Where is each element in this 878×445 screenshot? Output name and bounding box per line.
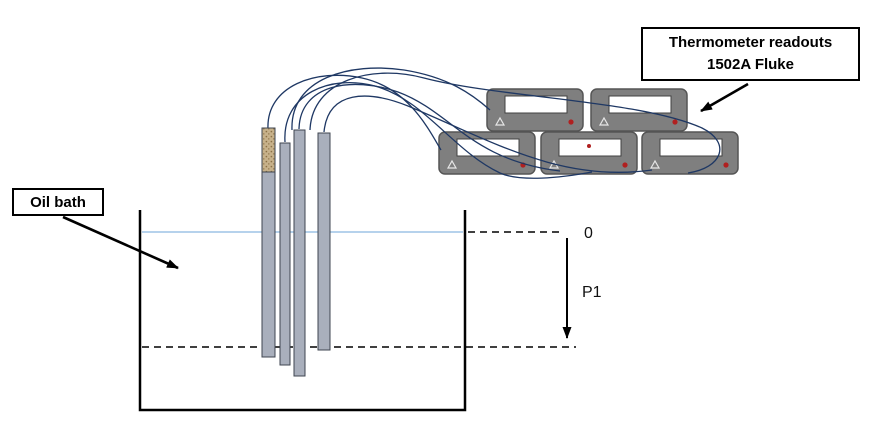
thermometer-probe-4 [317,132,331,351]
thermometer-probe-1 [261,169,276,358]
thermometer-readouts-label: Thermometer readouts 1502A Fluke [641,27,860,81]
readouts-label-line2: 1502A Fluke [707,56,794,73]
probe-cables [267,67,721,179]
thermometer-probe-3 [293,129,306,377]
thermometer-readout-4 [540,131,638,175]
depth-p1-label: P1 [582,284,602,301]
cable [309,72,721,174]
cable [323,95,653,174]
cable [284,82,593,179]
cable [298,83,561,172]
probe-cap [261,127,276,173]
thermometer-probe-2 [279,142,291,366]
oil-bath-label: Oil bath [12,188,104,216]
cable [267,74,442,151]
oil-bath-callout-arrow [62,215,179,270]
oil-bath-container [138,210,467,412]
readouts-label-line1: Thermometer readouts [668,34,833,52]
oil-bath-label-text: Oil bath [30,193,86,211]
thermometer-probes [261,127,331,377]
cable [291,67,491,131]
display-indicator-dot-icon [587,144,591,148]
thermometer-readout-5 [641,131,739,175]
readouts-callout-arrow [700,82,749,113]
zero-level-label: 0 [584,225,593,242]
